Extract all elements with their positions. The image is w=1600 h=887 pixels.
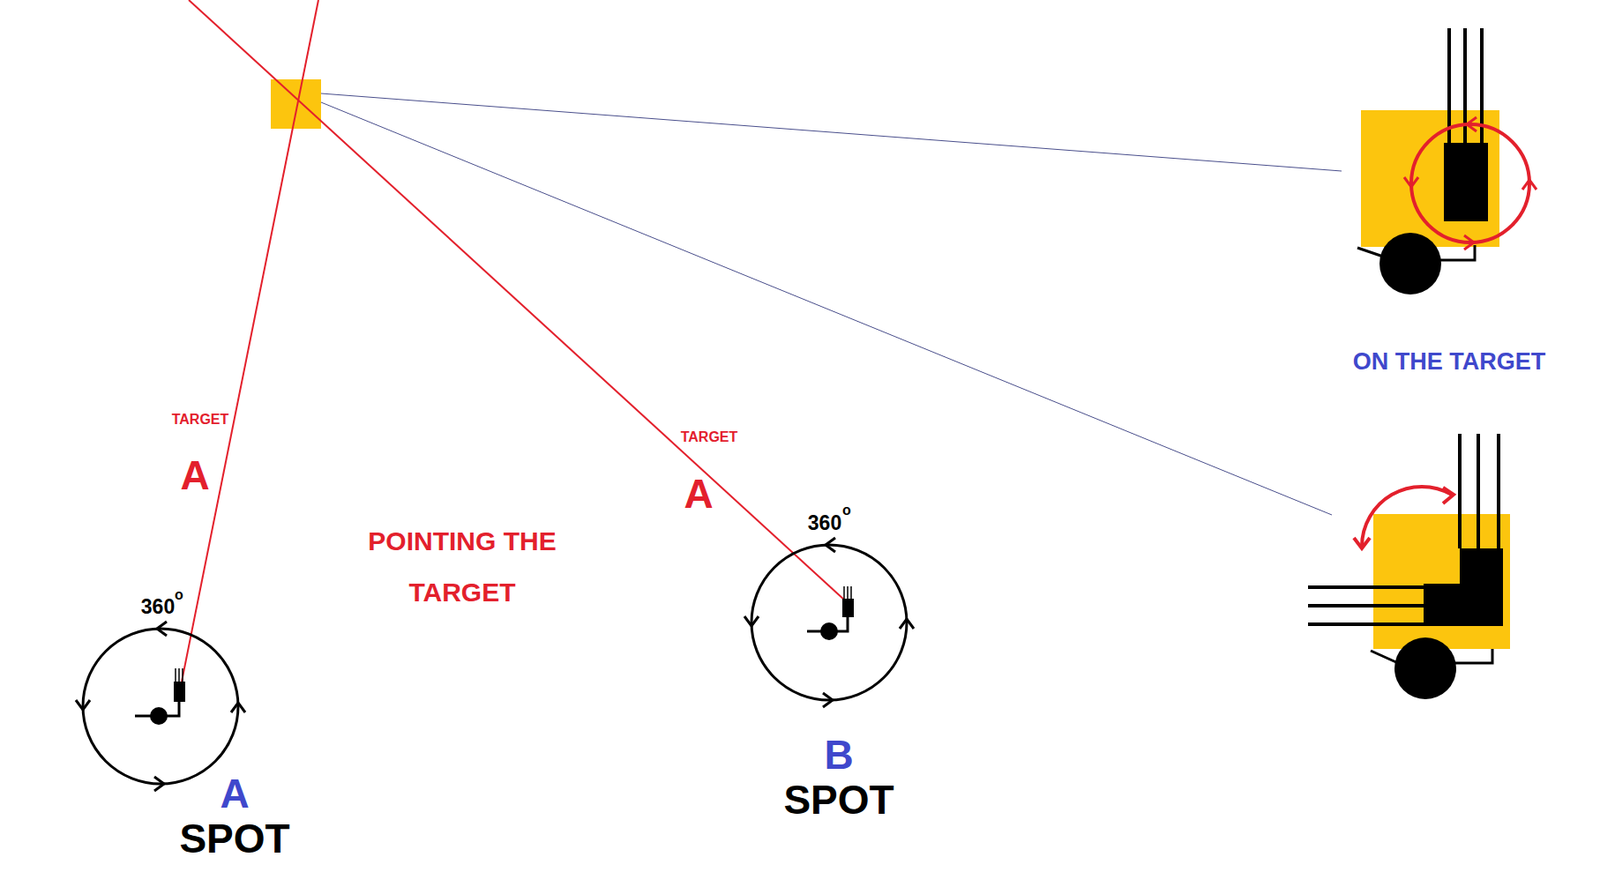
angle-label: 360	[141, 596, 175, 619]
note: POINTING THE TARGET	[356, 515, 569, 619]
rotation-arrow	[75, 700, 90, 711]
target-letter: A	[683, 471, 713, 517]
rotation-arrows	[75, 117, 1537, 792]
rotation-arrow	[1404, 177, 1419, 187]
spot-caption: SPOT	[175, 816, 294, 862]
rotation-arrow	[1464, 235, 1474, 250]
forklift-top-view	[1308, 433, 1511, 700]
rotation-arrow	[744, 616, 759, 627]
rotation-arrow	[825, 538, 836, 553]
target-label: TARGET	[171, 411, 230, 428]
status-label: ON THE TARGET	[1353, 349, 1547, 376]
rotation-arrow	[899, 619, 914, 629]
forklift-top-view	[1357, 28, 1530, 295]
target-letter: A	[179, 453, 210, 499]
rotation-arrow	[157, 621, 167, 636]
rotation-arrow	[822, 693, 833, 708]
rotation-circle	[751, 545, 907, 701]
sight-line	[321, 93, 1342, 172]
rotation-arrow	[231, 702, 246, 713]
spot-letter: B	[779, 732, 898, 778]
rotation-arrow	[1466, 117, 1477, 132]
forklift-symbol	[807, 586, 854, 641]
target-label: TARGET	[680, 429, 739, 446]
spot-label: BSPOT	[779, 732, 898, 823]
forklift-symbol	[134, 668, 186, 726]
rotation-arrow	[1522, 179, 1537, 190]
aim-line	[188, 0, 845, 601]
rotation-arrow	[154, 777, 165, 792]
spot-label: ASPOT	[175, 771, 294, 861]
degree-mark: o	[842, 502, 852, 519]
target-square	[270, 79, 322, 129]
rotation-circle	[82, 628, 239, 785]
spot-caption: SPOT	[779, 777, 898, 823]
spot-letter: A	[175, 771, 294, 817]
degree-mark: o	[174, 587, 184, 604]
aim-line	[181, 0, 319, 682]
angle-label: 360	[807, 512, 842, 535]
sight-line	[321, 102, 1332, 516]
